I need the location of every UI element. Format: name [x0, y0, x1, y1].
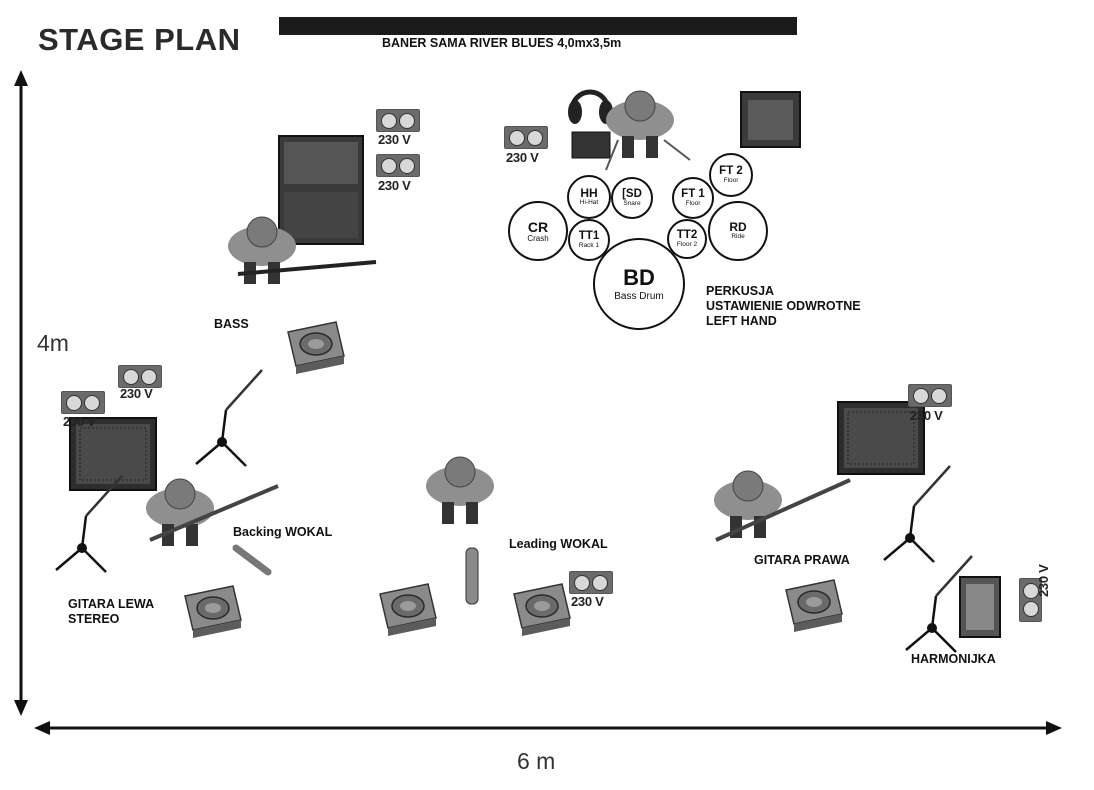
power-socket-icon	[569, 571, 613, 594]
banner-label: BANER SAMA RIVER BLUES 4,0mx3,5m	[382, 36, 622, 50]
power-socket-icon	[908, 384, 952, 407]
drums-label: PERKUSJA USTAWIENIE ODWROTNE LEFT HAND	[706, 284, 861, 329]
guitar-left-line: STEREO	[68, 612, 120, 626]
drum-name: TT1	[578, 229, 600, 242]
drum-ride: RD Ride	[708, 201, 768, 261]
drum-name: HH	[580, 186, 598, 201]
drum-sub: Snare	[623, 200, 641, 207]
drum-floor1: FT 1 Floor	[672, 177, 714, 219]
drum-name: FT 1	[681, 187, 705, 200]
drum-name: [SD	[622, 187, 642, 200]
voltage-label: 230 V	[378, 178, 411, 193]
voltage-label: 230 V	[910, 408, 943, 423]
drum-tom2: TT2 Floor 2	[667, 219, 707, 259]
drum-sub: Bass Drum	[614, 290, 664, 302]
drum-name: CR	[527, 218, 549, 235]
power-socket-icon	[504, 126, 548, 149]
harmonica-label: HARMONIJKA	[911, 652, 996, 666]
voltage-label: 230 V	[506, 150, 539, 165]
voltage-label: 230 V	[1036, 564, 1051, 597]
drums-label-line: PERKUSJA	[706, 284, 775, 298]
banner-bar	[279, 17, 797, 35]
width-dimension: 6 m	[517, 748, 556, 774]
guitar-left-line: GITARA LEWA	[68, 597, 155, 611]
drum-hihat: HH Hi-Hat	[567, 175, 611, 219]
drum-bass: BD Bass Drum	[593, 238, 685, 330]
voltage-label: 230 V	[378, 132, 411, 147]
drum-name: RD	[729, 220, 747, 235]
drum-sub: Crash	[527, 233, 549, 243]
drum-sub: Floor	[723, 177, 739, 184]
drums-label-line: LEFT HAND	[706, 314, 777, 328]
drum-floor2: FT 2 Floor	[709, 153, 753, 197]
drum-sub: Floor	[685, 200, 701, 207]
drum-sub: Rack 1	[578, 242, 600, 249]
leading-vocal-label: Leading WOKAL	[509, 537, 608, 551]
drum-sub: Floor 2	[676, 241, 698, 248]
power-socket-icon	[376, 109, 420, 132]
drums-label-line: USTAWIENIE ODWROTNE	[706, 299, 861, 313]
guitar-left-label: GITARA LEWA STEREO	[68, 597, 154, 627]
drum-name: FT 2	[719, 164, 743, 177]
drum-name: TT2	[676, 228, 698, 241]
power-socket-icon	[118, 365, 162, 388]
guitar-right-label: GITARA PRAWA	[754, 553, 850, 567]
power-socket-icon	[61, 391, 105, 414]
drum-crash: CR Crash	[508, 201, 568, 261]
page-title: STAGE PLAN	[38, 22, 241, 57]
voltage-label: 230 V	[571, 594, 604, 609]
drum-name: BD	[623, 264, 655, 290]
voltage-label: 230 V	[120, 386, 153, 401]
drum-sub: Hi-Hat	[579, 199, 599, 207]
power-socket-icon	[376, 154, 420, 177]
drum-snare: [SD Snare	[611, 177, 653, 219]
voltage-label: 230 V	[63, 414, 96, 429]
power-socket-icon	[1019, 578, 1042, 622]
height-dimension: 4m	[37, 330, 69, 356]
bass-label: BASS	[214, 317, 249, 331]
backing-vocal-label: Backing WOKAL	[233, 525, 333, 539]
drum-sub: Ride	[731, 233, 745, 241]
